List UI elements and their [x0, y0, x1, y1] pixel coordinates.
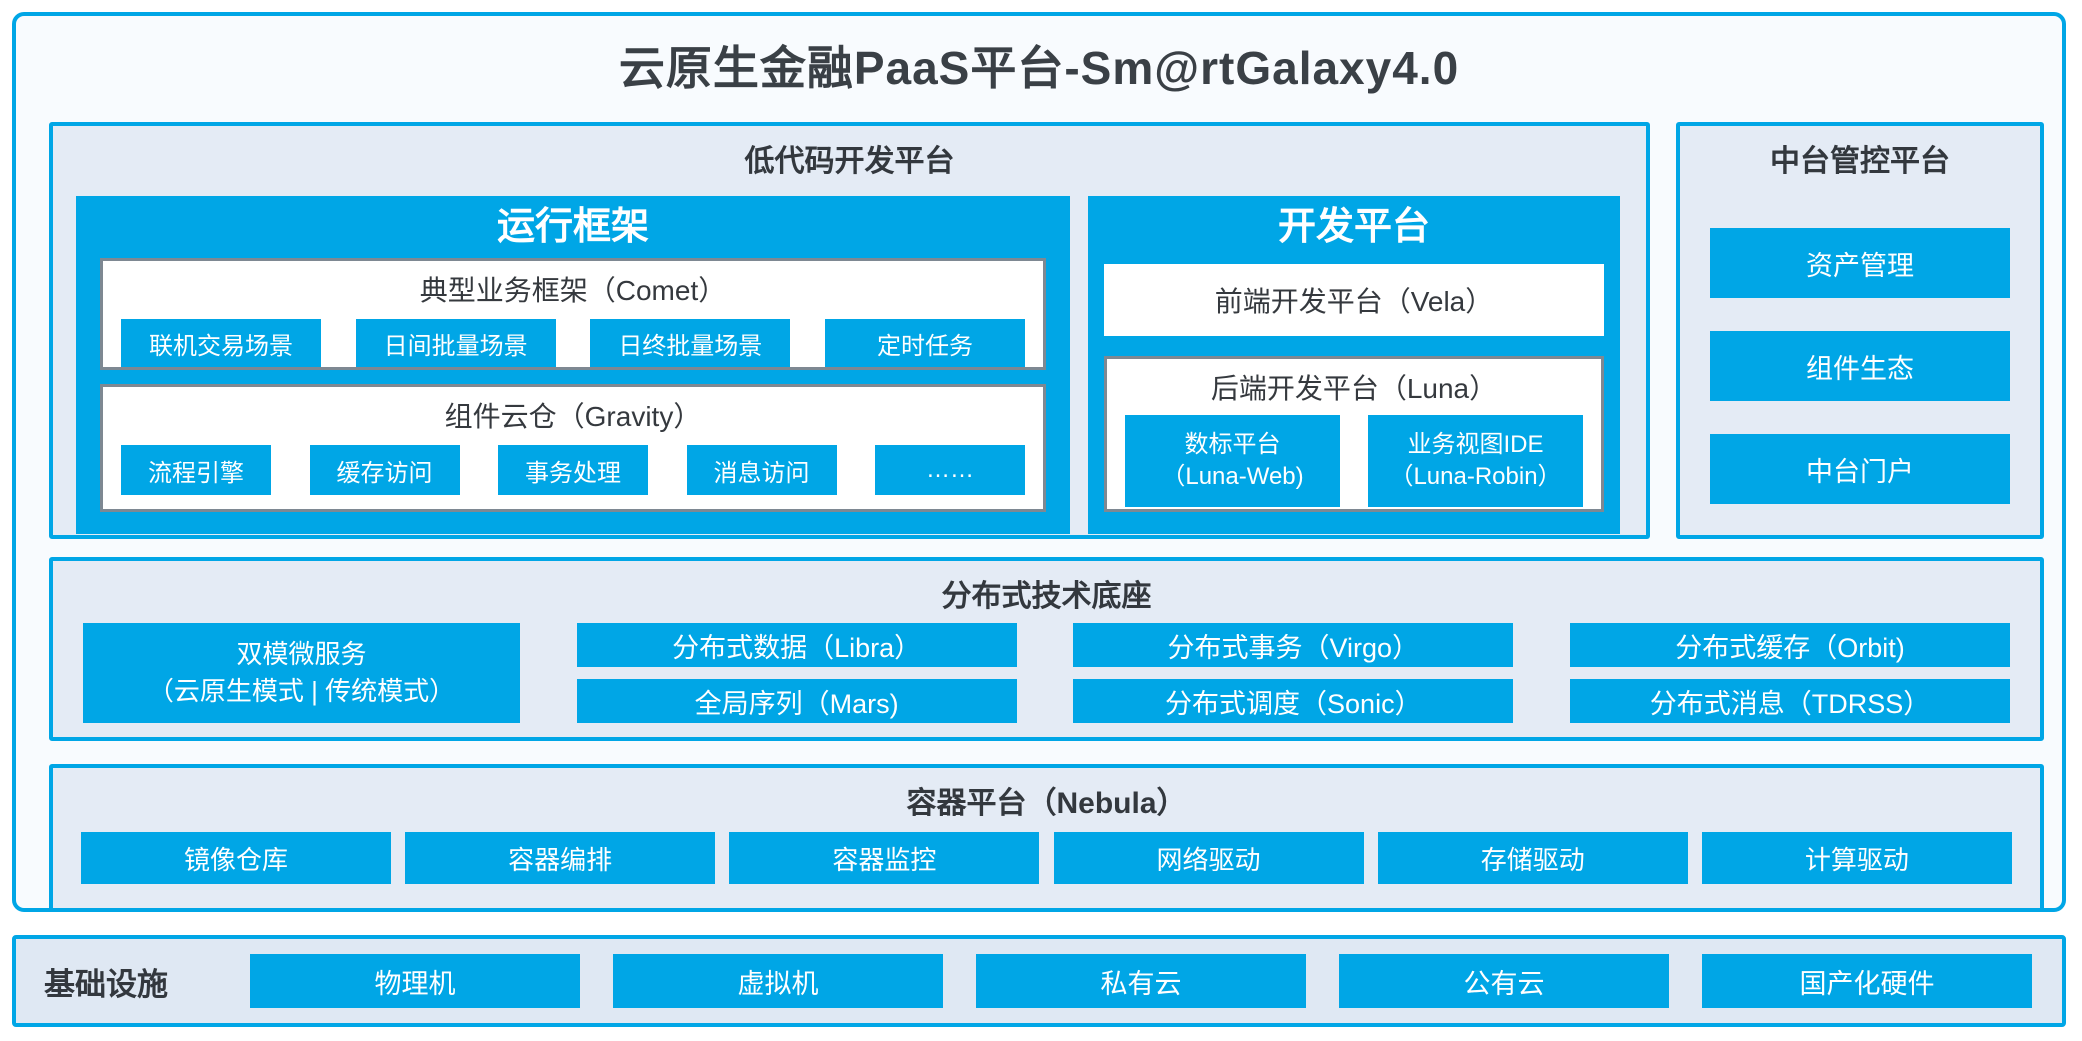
container-chips-row: 镜像仓库 容器编排 容器监控 网络驱动 存储驱动 计算驱动	[81, 832, 2012, 884]
chip-private-cloud: 私有云	[976, 954, 1306, 1008]
chip-luna-robin: 业务视图IDE （Luna-Robin）	[1368, 415, 1583, 507]
gravity-warehouse-title: 组件云仓（Gravity）	[444, 401, 702, 432]
vela-frontend-box: 前端开发平台（Vela）	[1104, 264, 1604, 336]
chip-luna-web-line2: （Luna-Web)	[1161, 463, 1304, 490]
distributed-content: 双模微服务 （云原生模式 | 传统模式） 分布式数据（Libra） 全局序列（M…	[83, 623, 2010, 723]
chip-distributed-transaction-virgo: 分布式事务（Virgo）	[1073, 623, 1514, 667]
infrastructure-panel: 基础设施 物理机 虚拟机 私有云 公有云 国产化硬件	[12, 935, 2066, 1027]
runtime-framework-title: 运行框架	[496, 206, 649, 248]
chip-network-driver: 网络驱动	[1053, 832, 1364, 884]
infrastructure-label: 基础设施	[44, 966, 168, 1002]
chip-distributed-data-libra: 分布式数据（Libra）	[576, 623, 1017, 667]
luna-backend-title: 后端开发平台（Luna）	[1210, 373, 1498, 404]
midplatform-buttons: 资产管理 组件生态 中台门户	[1680, 228, 2040, 504]
chip-storage-driver: 存储驱动	[1377, 832, 1688, 884]
dual-mode-line2: （云原生模式 | 传统模式）	[147, 676, 456, 706]
chip-daytime-batch: 日间批量场景	[355, 319, 556, 367]
runtime-framework-block: 运行框架 典型业务框架（Comet） 联机交易场景 日间批量场景 日终批量场景 …	[76, 196, 1070, 534]
comet-framework-title: 典型业务框架（Comet）	[419, 275, 727, 306]
comet-framework-box: 典型业务框架（Comet） 联机交易场景 日间批量场景 日终批量场景 定时任务	[100, 258, 1046, 370]
lowcode-platform-title: 低代码开发平台	[744, 145, 955, 178]
infrastructure-chips-row: 物理机 虚拟机 私有云 公有云 国产化硬件	[250, 954, 2032, 1008]
chip-luna-web-line1: 数标平台	[1184, 431, 1281, 458]
chip-message-access: 消息访问	[686, 445, 837, 495]
chip-compute-driver: 计算驱动	[1701, 832, 2012, 884]
chip-ellipsis: ……	[875, 445, 1025, 495]
distributed-base-title: 分布式技术底座	[941, 580, 1152, 613]
gravity-warehouse-box: 组件云仓（Gravity） 流程引擎 缓存访问 事务处理 消息访问 ……	[100, 384, 1046, 512]
chip-luna-robin-line1: 业务视图IDE	[1407, 431, 1544, 458]
chip-asset-management: 资产管理	[1710, 228, 2010, 298]
chip-transaction-processing: 事务处理	[498, 445, 648, 495]
chip-physical-machine: 物理机	[250, 954, 580, 1008]
chip-midplatform-portal: 中台门户	[1710, 434, 2010, 504]
chip-virtual-machine: 虚拟机	[613, 954, 943, 1008]
dev-platform-block: 开发平台 前端开发平台（Vela） 后端开发平台（Luna） 数标平台 （Lun…	[1088, 196, 1620, 534]
distributed-col-1: 分布式数据（Libra） 全局序列（Mars)	[576, 623, 1017, 723]
page-title: 云原生金融PaaS平台-Sm@rtGalaxy4.0	[618, 42, 1460, 94]
luna-backend-box: 后端开发平台（Luna） 数标平台 （Luna-Web) 业务视图IDE （Lu…	[1104, 356, 1604, 512]
chip-scheduled-task: 定时任务	[824, 319, 1025, 367]
gravity-chips-row: 流程引擎 缓存访问 事务处理 消息访问 ……	[103, 445, 1043, 495]
chip-dual-mode-microservice: 双模微服务 （云原生模式 | 传统模式）	[83, 623, 520, 723]
container-platform-panel: 容器平台（Nebula） 镜像仓库 容器编排 容器监控 网络驱动 存储驱动 计算…	[49, 764, 2044, 912]
chip-cache-access: 缓存访问	[309, 445, 460, 495]
chip-luna-web: 数标平台 （Luna-Web)	[1125, 415, 1340, 507]
chip-distributed-message-tdrss: 分布式消息（TDRSS）	[1569, 679, 2010, 723]
container-platform-title: 容器平台（Nebula）	[906, 787, 1187, 820]
comet-chips-row: 联机交易场景 日间批量场景 日终批量场景 定时任务	[103, 319, 1043, 367]
midplatform-control-panel: 中台管控平台 资产管理 组件生态 中台门户	[1676, 122, 2044, 539]
chip-distributed-scheduling-sonic: 分布式调度（Sonic）	[1073, 679, 1514, 723]
chip-online-transaction: 联机交易场景	[121, 319, 321, 367]
architecture-frame: 云原生金融PaaS平台-Sm@rtGalaxy4.0 低代码开发平台 运行框架 …	[12, 12, 2066, 912]
chip-luna-robin-line2: （Luna-Robin）	[1389, 463, 1562, 490]
distributed-base-panel: 分布式技术底座 双模微服务 （云原生模式 | 传统模式） 分布式数据（Libra…	[49, 557, 2044, 741]
lowcode-platform-panel: 低代码开发平台 运行框架 典型业务框架（Comet） 联机交易场景 日间批量场景…	[49, 122, 1650, 539]
chip-container-monitoring: 容器监控	[729, 832, 1040, 884]
chip-global-sequence-mars: 全局序列（Mars)	[576, 679, 1017, 723]
luna-chips-row: 数标平台 （Luna-Web) 业务视图IDE （Luna-Robin）	[1107, 415, 1601, 507]
distributed-col-3: 分布式缓存（Orbit) 分布式消息（TDRSS）	[1569, 623, 2010, 723]
chip-eod-batch: 日终批量场景	[590, 319, 791, 367]
chip-process-engine: 流程引擎	[121, 445, 271, 495]
chip-distributed-cache-orbit: 分布式缓存（Orbit)	[1569, 623, 2010, 667]
chip-container-orchestration: 容器编排	[405, 832, 716, 884]
chip-public-cloud: 公有云	[1339, 954, 1669, 1008]
chip-image-repository: 镜像仓库	[81, 832, 391, 884]
dual-mode-line1: 双模微服务	[236, 639, 367, 669]
chip-domestic-hardware: 国产化硬件	[1702, 954, 2032, 1008]
distributed-col-2: 分布式事务（Virgo） 分布式调度（Sonic）	[1073, 623, 1514, 723]
dev-platform-title: 开发平台	[1277, 206, 1430, 248]
midplatform-title: 中台管控平台	[1770, 145, 1950, 178]
chip-component-ecosystem: 组件生态	[1710, 331, 2010, 401]
